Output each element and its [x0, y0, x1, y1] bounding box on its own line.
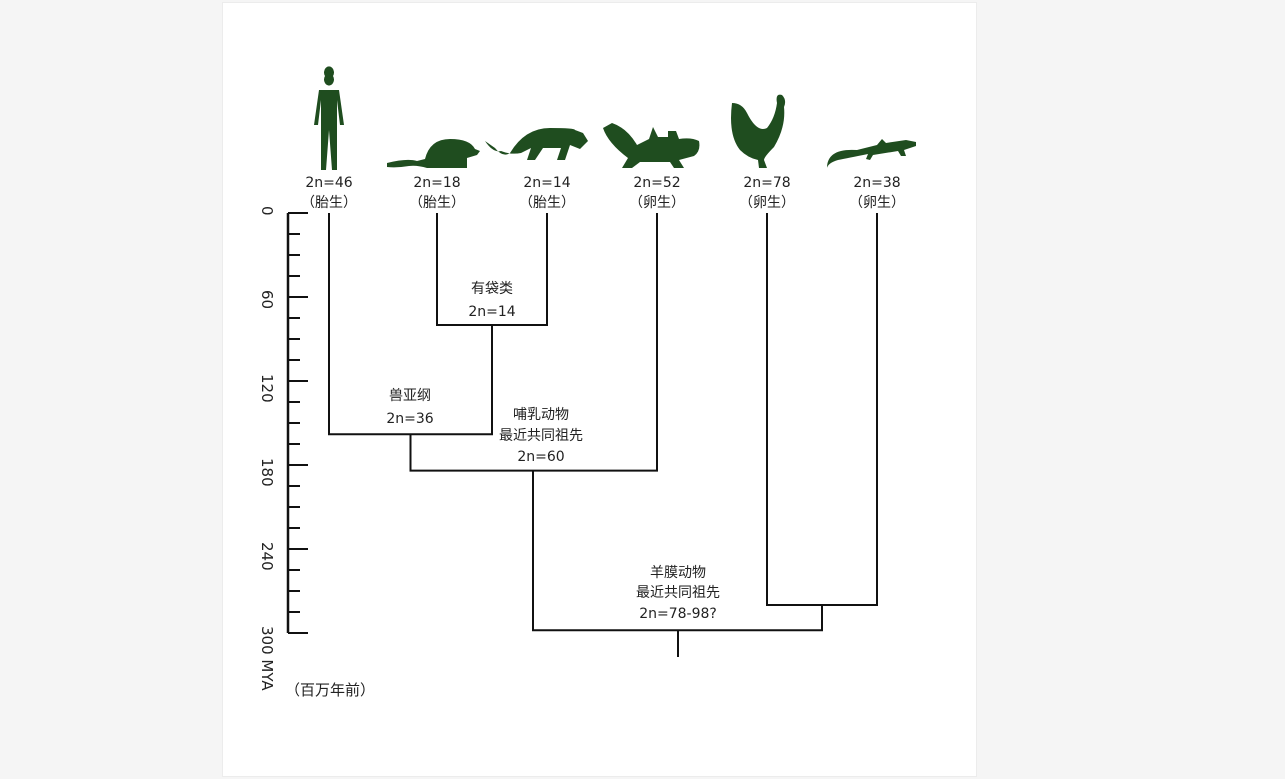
- theria-label: 兽亚纲: [389, 388, 431, 404]
- axis-unit-label: （百万年前）: [285, 681, 375, 699]
- chicken-icon: [731, 94, 786, 168]
- time-axis: [286, 212, 308, 634]
- species-chromosomes: 2n=38: [853, 175, 900, 191]
- phylogeny-card: [222, 2, 977, 777]
- lizard-icon: [827, 139, 916, 168]
- sauropsid-branch: [766, 213, 878, 606]
- species-reproduction: （卵生）: [739, 195, 795, 211]
- species-reproduction: （胎生）: [409, 195, 465, 211]
- marsupial-label: 有袋类: [471, 281, 513, 297]
- axis-tick-label: 180: [258, 458, 276, 487]
- species-reproduction: （卵生）: [629, 195, 685, 211]
- species-chromosomes: 2n=18: [413, 175, 460, 191]
- amniote-chromosomes: 2n=78-98?: [639, 606, 717, 622]
- amniote-label: 羊膜动物: [650, 565, 706, 581]
- species-chromosomes: 2n=46: [305, 175, 352, 191]
- species-chromosomes: 2n=52: [633, 175, 680, 191]
- theria-chromosomes: 2n=36: [386, 411, 433, 427]
- human-icon: [314, 66, 344, 170]
- mammal-label-2: 最近共同祖先: [499, 428, 583, 444]
- species-reproduction: （胎生）: [519, 195, 575, 211]
- tree-branches: [328, 213, 878, 657]
- axis-tick-label: 120: [258, 374, 276, 403]
- species-chromosomes: 2n=78: [743, 175, 790, 191]
- platypus-icon: [603, 123, 700, 168]
- axis-tick-label: 60: [258, 290, 276, 309]
- species-chromosomes: 2n=14: [523, 175, 570, 191]
- axis-tick-label: 300 MYA: [258, 626, 276, 691]
- species-reproduction: （胎生）: [301, 195, 357, 211]
- marsupial-chromosomes: 2n=14: [468, 304, 515, 320]
- opossum-icon: [387, 139, 480, 168]
- tasmanian-devil-icon: [485, 128, 588, 160]
- mammal-chromosomes: 2n=60: [517, 449, 564, 465]
- axis-tick-label: 0: [258, 206, 276, 216]
- amniote-label-2: 最近共同祖先: [636, 585, 720, 601]
- axis-tick-label: 240: [258, 542, 276, 571]
- mammal-label: 哺乳动物: [513, 407, 569, 423]
- species-reproduction: （卵生）: [849, 195, 905, 211]
